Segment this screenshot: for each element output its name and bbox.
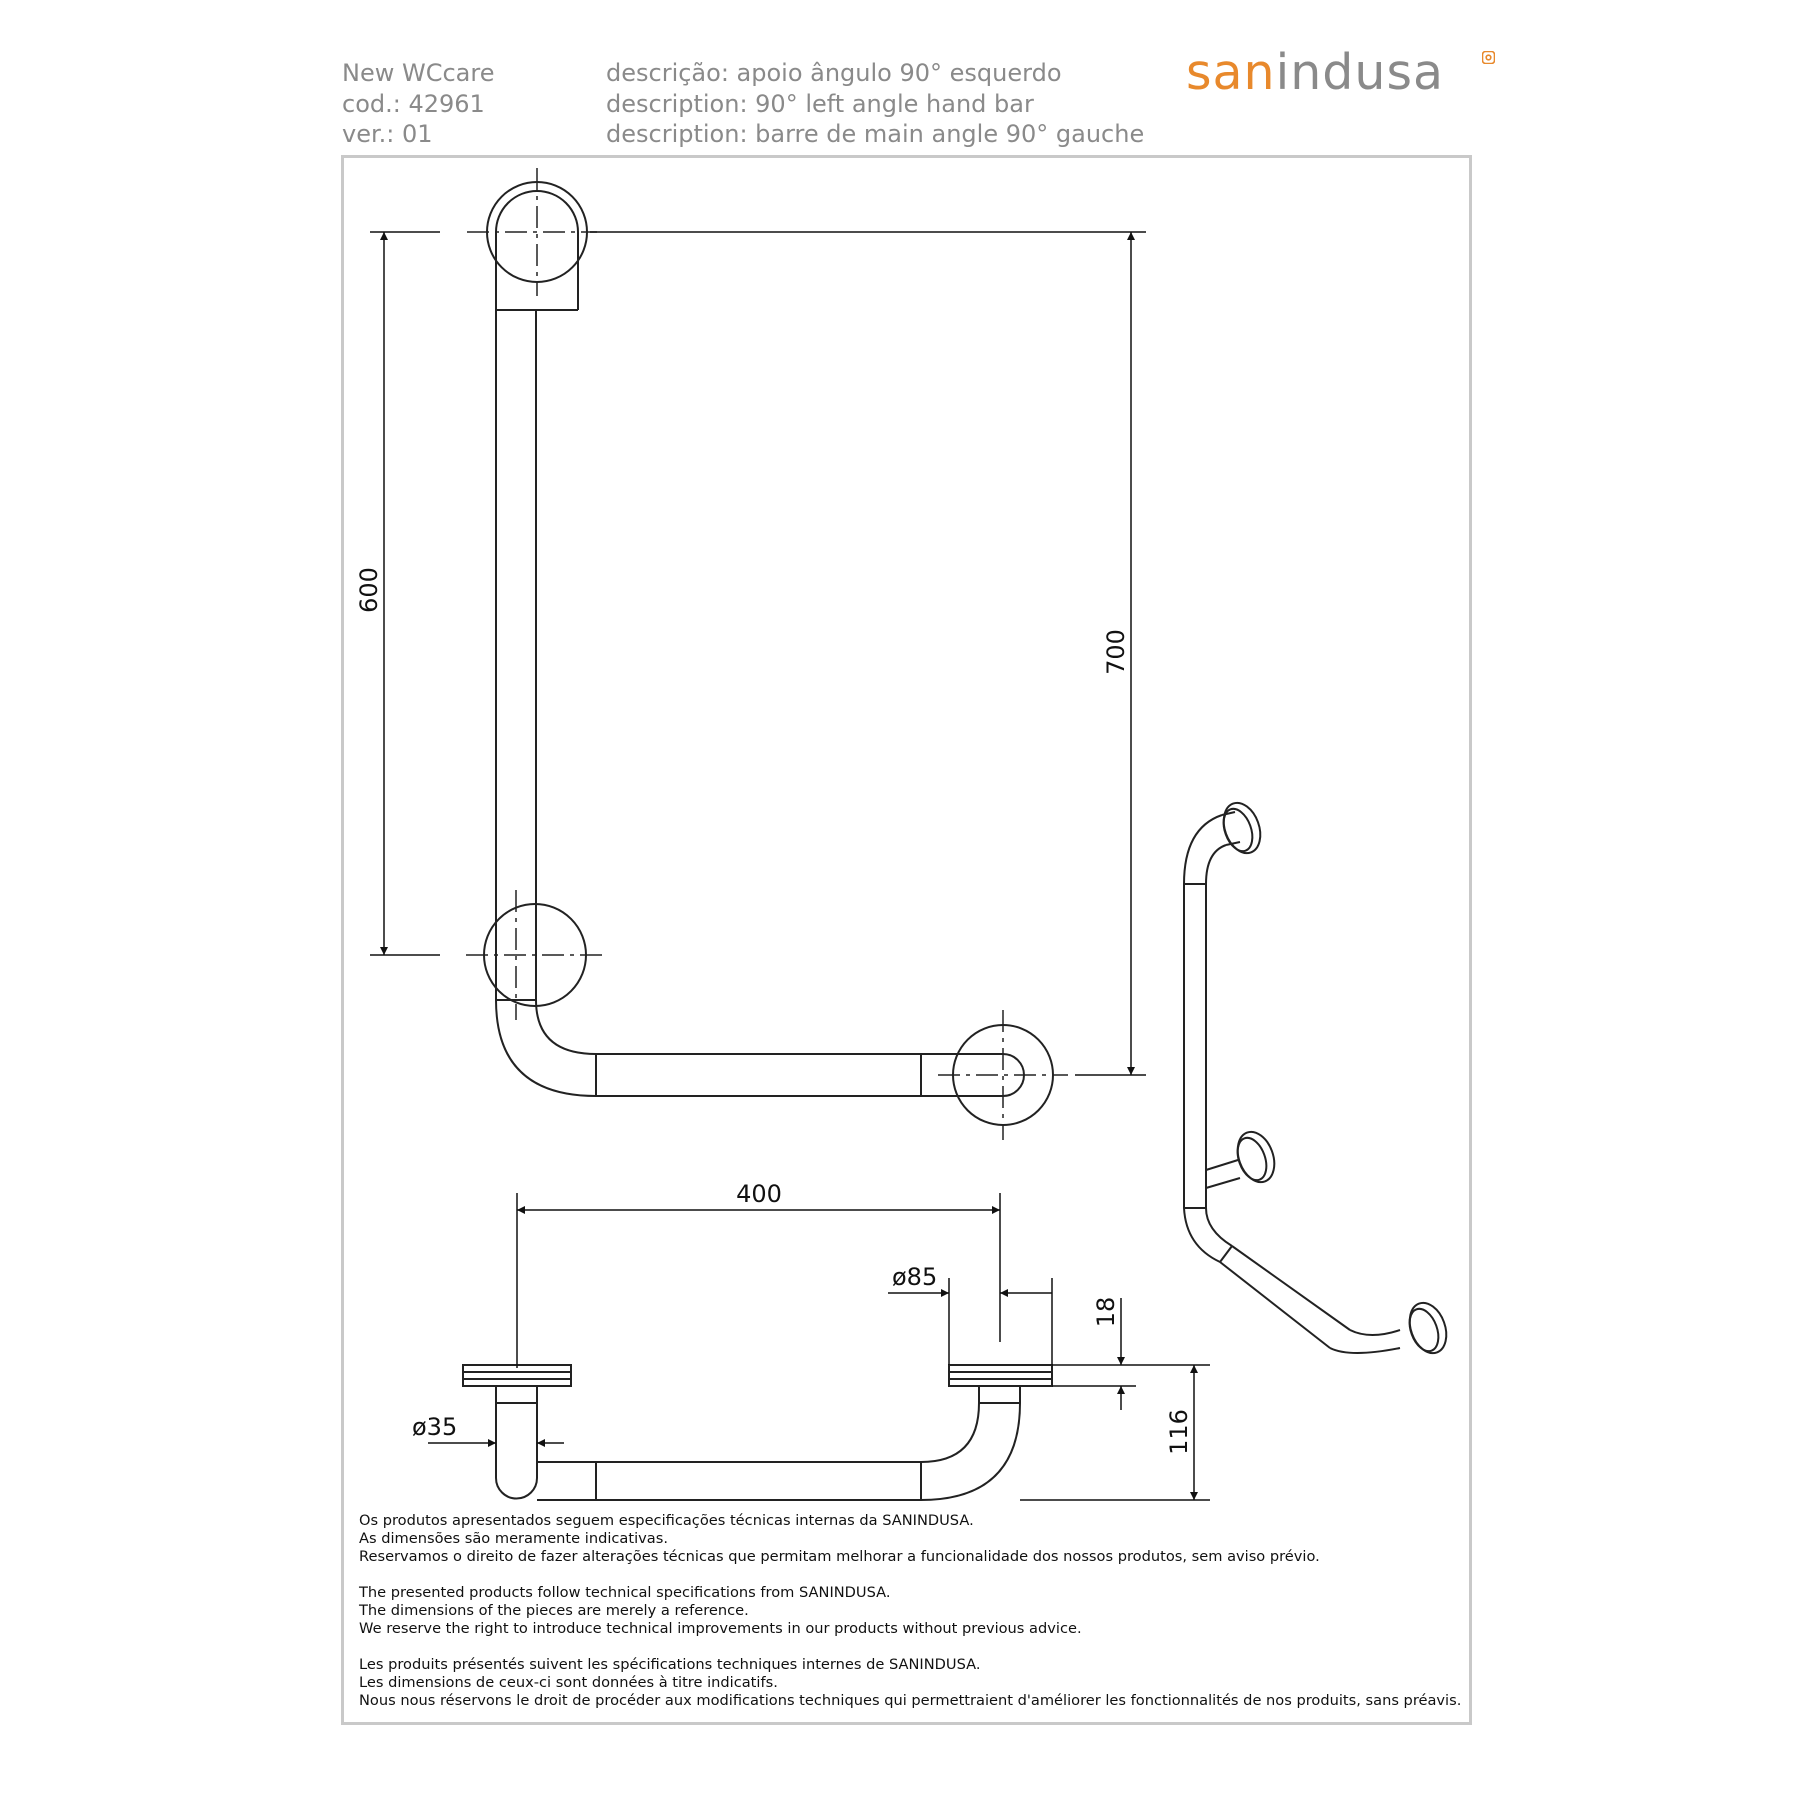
- note-line: As dimensões são meramente indicativas.: [359, 1530, 668, 1547]
- dim-116: [1020, 1365, 1210, 1501]
- note-line: Nous nous réservons le droit de procéder…: [359, 1692, 1462, 1709]
- centre-lines: [466, 168, 1068, 1140]
- logo-mark-icon: [1482, 51, 1495, 64]
- dim-label-diameter-35: ø35: [412, 1413, 457, 1441]
- perspective-view: [1183, 801, 1448, 1355]
- vertical-tube: [495, 190, 579, 310]
- logo-part-san: san: [1186, 44, 1276, 101]
- legal-notes: Os produtos apresentados seguem especifi…: [359, 1512, 1461, 1728]
- notes-en: The presented products follow technical …: [359, 1584, 1461, 1638]
- notes-pt: Os produtos apresentados seguem especifi…: [359, 1512, 1461, 1566]
- product-name: New WCcare: [342, 59, 495, 87]
- front-view: [483, 181, 1054, 1126]
- dim-label-18: 18: [1092, 1297, 1120, 1328]
- note-line: Les produits présentés suivent les spéci…: [359, 1656, 981, 1673]
- header-product-info: New WCcare cod.: 42961 ver.: 01: [342, 58, 494, 150]
- dim-label-diameter-85: ø85: [892, 1263, 937, 1291]
- dim-400: [516, 1193, 1001, 1368]
- sanindusa-logo: sanindusa: [1186, 44, 1444, 101]
- note-line: The dimensions of the pieces are merely …: [359, 1602, 749, 1619]
- dim-18: [1052, 1298, 1210, 1410]
- description-pt: descrição: apoio ângulo 90° esquerdo: [606, 59, 1062, 87]
- tube-bend: [495, 999, 597, 1097]
- dim-label-600: 600: [355, 567, 383, 613]
- note-line: We reserve the right to introduce techni…: [359, 1620, 1082, 1637]
- product-version: ver.: 01: [342, 120, 433, 148]
- dim-label-116: 116: [1165, 1409, 1193, 1455]
- note-line: The presented products follow technical …: [359, 1584, 891, 1601]
- notes-fr: Les produits présentés suivent les spéci…: [359, 1656, 1461, 1710]
- logo-part-indusa: indusa: [1275, 44, 1445, 101]
- note-line: Reservamos o direito de fazer alterações…: [359, 1548, 1320, 1565]
- note-line: Les dimensions de ceux-ci sont données à…: [359, 1674, 778, 1691]
- product-code: cod.: 42961: [342, 89, 485, 118]
- description-fr: description: barre de main angle 90° gau…: [606, 120, 1145, 148]
- bottom-view: [462, 1364, 1053, 1501]
- dim-label-700: 700: [1102, 629, 1130, 675]
- drawing-frame: [341, 155, 1472, 1725]
- dim-diameter-85: [888, 1278, 1053, 1365]
- dim-700: [590, 231, 1146, 1076]
- note-line: Os produtos apresentados seguem especifi…: [359, 1512, 974, 1529]
- header-descriptions: descrição: apoio ângulo 90° esquerdo des…: [606, 58, 1144, 150]
- description-en: description: 90° left angle hand bar: [606, 89, 1034, 118]
- dim-600: [370, 231, 440, 956]
- dim-label-400: 400: [736, 1180, 782, 1208]
